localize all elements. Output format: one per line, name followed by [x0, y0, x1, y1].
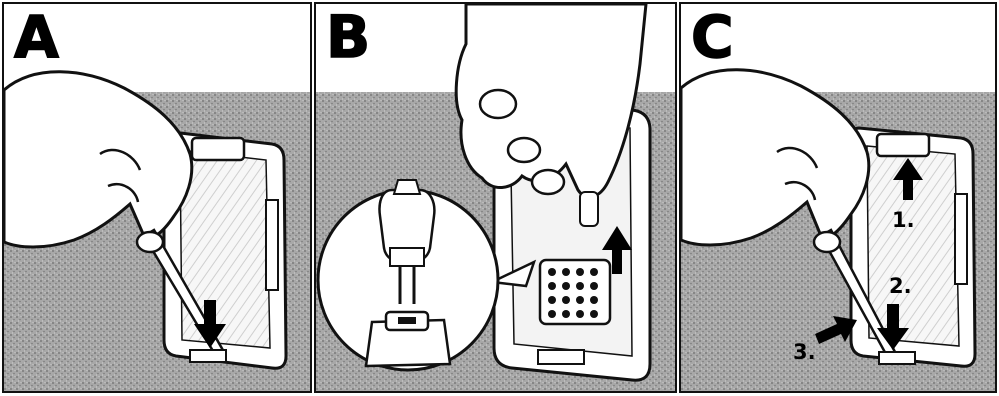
clip-tab [879, 352, 915, 364]
panel-a: A [2, 2, 312, 393]
panel-b: B [314, 2, 677, 393]
step-label-2: 2. [889, 276, 912, 297]
panel-b-illustration [316, 4, 675, 391]
step-label-3: 3. [793, 342, 816, 363]
panel-letter: B [326, 8, 369, 66]
step-label-1: 1. [892, 210, 915, 231]
reflector-grid [540, 260, 610, 324]
panel-letter: A [14, 8, 58, 66]
panel-c: C 1. 2. 3. [679, 2, 997, 393]
clip-tab [190, 350, 226, 362]
panel-letter: C [691, 8, 733, 66]
